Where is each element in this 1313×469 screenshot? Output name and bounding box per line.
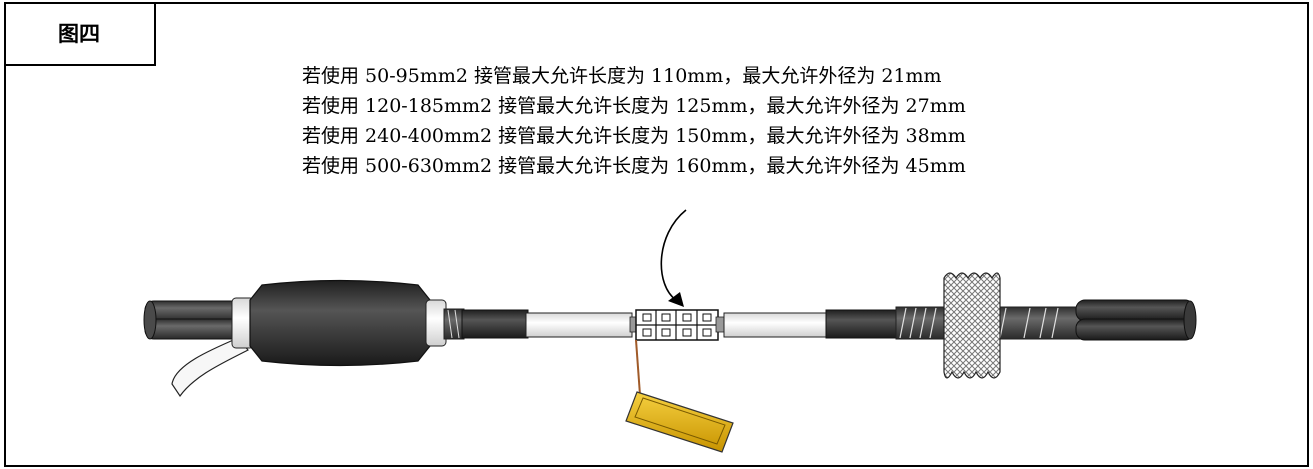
note-line-4: 若使用 500-630mm2 接管最大允许长度为 160mm，最大允许外径为 4… xyxy=(302,155,966,177)
pointer-arrowhead xyxy=(668,292,684,307)
figure-label: 图四 xyxy=(58,22,100,46)
spec-notes: 若使用 50-95mm2 接管最大允许长度为 110mm，最大允许外径为 21m… xyxy=(302,61,1202,181)
right-cable xyxy=(1075,299,1197,341)
copper-tag xyxy=(625,391,734,453)
ground-wire xyxy=(635,339,641,396)
left-tail-strap xyxy=(171,337,249,398)
left-tape-wrap xyxy=(443,308,529,340)
figure-frame xyxy=(4,2,1309,467)
copper-mesh-braid xyxy=(943,272,1001,379)
right-sleeve xyxy=(825,309,899,339)
note-line-1: 若使用 50-95mm2 接管最大允许长度为 110mm，最大允许外径为 21m… xyxy=(302,65,942,87)
right-insulation xyxy=(723,312,829,338)
note-line-2: 若使用 120-185mm2 接管最大允许长度为 125mm，最大允许外径为 2… xyxy=(302,95,966,117)
crimp-connector xyxy=(629,309,727,341)
pointer-arrow xyxy=(660,209,687,301)
left-heat-shrink xyxy=(231,279,447,367)
right-tape-wrap-2 xyxy=(993,306,1081,340)
figure-label-box: 图四 xyxy=(4,2,156,66)
left-insulation xyxy=(525,312,633,338)
left-cable xyxy=(143,300,256,340)
right-tape-wrap xyxy=(895,306,945,340)
note-line-3: 若使用 240-400mm2 接管最大允许长度为 150mm，最大允许外径为 3… xyxy=(302,125,966,147)
